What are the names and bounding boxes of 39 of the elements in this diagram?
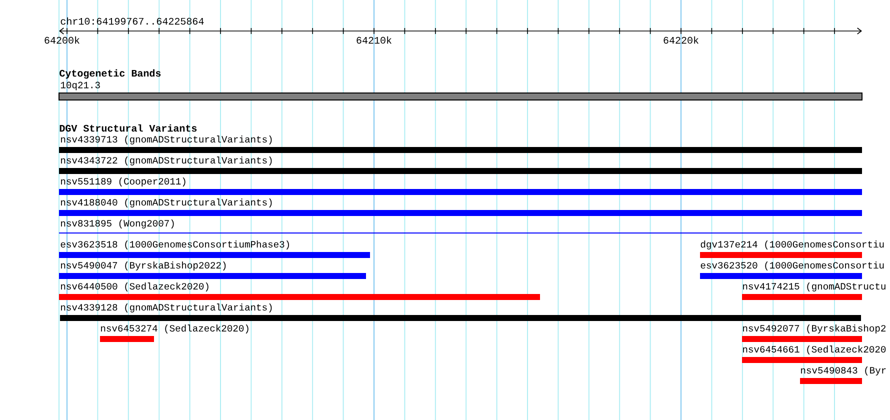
node-label: dgv137e214 (1000GenomesConsortiu	[700, 240, 884, 250]
cytoband-bar: 10q21.3	[58, 82, 863, 100]
region-label: chr10:64199767..64225864	[60, 17, 204, 25]
node-label: 10q21.3	[60, 82, 100, 90]
track-heading: Cytogenetic Bands	[60, 69, 161, 79]
variant-feature: nsv831895 (Wong2007)	[58, 220, 863, 234]
variant-feature: nsv6454661 (Sedlazeck2020	[742, 346, 886, 363]
variant-feature: nsv4339128 (gnomADStructuralVariants)	[60, 304, 862, 321]
variant-feature: nsv4339713 (gnomADStructuralVariants)	[59, 136, 862, 153]
variant-feature: esv3623520 (1000GenomesConsortiu	[700, 262, 884, 279]
node-label: nsv4339713 (gnomADStructuralVariants)	[61, 136, 272, 144]
variant-feature: nsv4343722 (gnomADStructuralVariants)	[59, 156, 862, 174]
node-label: esv3623520 (1000GenomesConsortiu	[700, 262, 884, 270]
node-label: nsv6454661 (Sedlazeck2020	[743, 346, 886, 354]
node-label: nsv4339128 (gnomADStructuralVariants)	[61, 304, 272, 312]
variant-feature: nsv4174215 (gnomADStructu	[742, 282, 886, 300]
variant-feature: nsv5490843 (Byr	[800, 366, 886, 384]
node-label: nsv6453274 (Sedlazeck2020)	[101, 324, 248, 334]
variant-feature: esv3623518 (1000GenomesConsortiumPhase3)	[59, 240, 370, 258]
node-label: nsv4174215 (gnomADStructu	[743, 282, 886, 292]
node-label: esv3623518 (1000GenomesConsortiumPhase3)	[60, 240, 289, 250]
variant-feature: nsv6453274 (Sedlazeck2020)	[100, 324, 248, 342]
variant-feature: nsv551189 (Cooper2011)	[59, 178, 862, 195]
variant-feature: nsv5490047 (ByrskaBishop2022)	[59, 262, 366, 279]
node-label: nsv5490843 (Byr	[801, 366, 886, 376]
variant-feature: dgv137e214 (1000GenomesConsortiu	[700, 240, 884, 258]
node-label: nsv551189 (Cooper2011)	[61, 178, 186, 186]
tick-label: 64220k	[664, 36, 698, 44]
node-label: nsv6440500 (Sedlazeck2020)	[61, 282, 208, 292]
node-label: nsv4343722 (gnomADStructuralVariants)	[61, 156, 272, 166]
node-label: nsv4188040 (gnomADStructuralVariants)	[61, 198, 272, 208]
track-heading: DGV Structural Variants	[60, 124, 197, 132]
variant-feature: nsv5492077 (ByrskaBishop2	[742, 324, 886, 342]
node-label: nsv5490047 (ByrskaBishop2022)	[61, 262, 226, 270]
tick-label: 64210k	[356, 36, 392, 44]
node-label: nsv5492077 (ByrskaBishop2	[743, 324, 886, 334]
tick-label: 64200k	[44, 36, 80, 44]
variant-feature: nsv4188040 (gnomADStructuralVariants)	[59, 198, 862, 216]
variant-feature: nsv6440500 (Sedlazeck2020)	[59, 282, 540, 300]
